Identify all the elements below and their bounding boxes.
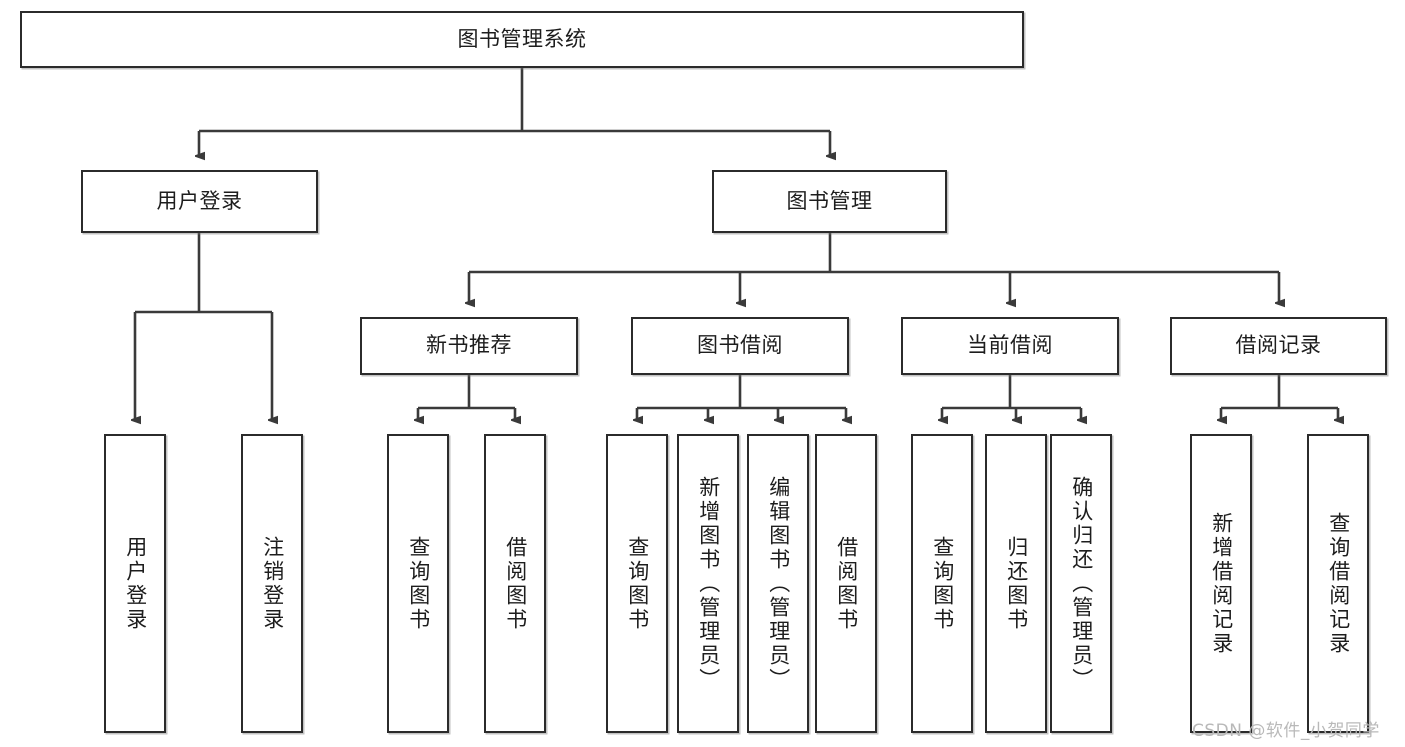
node-leaf-logout[interactable]: 注销登录 — [241, 434, 303, 733]
node-leaf-add-record[interactable]: 新增借阅记录 — [1190, 434, 1252, 733]
node-borrow-record-label: 借阅记录 — [1235, 333, 1322, 358]
node-leaf-edit-book[interactable]: 编辑图书（管理员） — [747, 434, 809, 733]
node-new-book-rec[interactable]: 新书推荐 — [360, 317, 578, 375]
node-borrow-record[interactable]: 借阅记录 — [1170, 317, 1387, 375]
node-leaf-query-record-label: 查询借阅记录 — [1326, 511, 1351, 656]
node-leaf-confirm-return[interactable]: 确认归还（管理员） — [1050, 434, 1112, 733]
node-leaf-query-book-1-label: 查询图书 — [406, 535, 431, 632]
node-leaf-query-book-3[interactable]: 查询图书 — [911, 434, 973, 733]
node-book-borrow-label: 图书借阅 — [697, 333, 783, 358]
node-leaf-confirm-return-label: 确认归还（管理员） — [1069, 475, 1094, 692]
node-leaf-borrow-book-2-label: 借阅图书 — [834, 535, 859, 632]
node-leaf-add-record-label: 新增借阅记录 — [1209, 511, 1234, 656]
node-leaf-query-book-1[interactable]: 查询图书 — [387, 434, 449, 733]
node-leaf-return-book-label: 归还图书 — [1004, 535, 1029, 632]
node-leaf-return-book[interactable]: 归还图书 — [985, 434, 1047, 733]
node-leaf-user-login-label: 用户登录 — [123, 535, 148, 632]
node-leaf-query-book-2-label: 查询图书 — [625, 535, 650, 632]
node-root-label: 图书管理系统 — [457, 26, 587, 51]
node-leaf-logout-label: 注销登录 — [260, 535, 285, 632]
node-leaf-borrow-book-1-label: 借阅图书 — [503, 535, 528, 632]
node-book-manage-label: 图书管理 — [786, 188, 873, 213]
node-leaf-borrow-book-1[interactable]: 借阅图书 — [484, 434, 546, 733]
node-leaf-borrow-book-2[interactable]: 借阅图书 — [815, 434, 877, 733]
node-leaf-query-book-3-label: 查询图书 — [930, 535, 955, 632]
node-book-manage[interactable]: 图书管理 — [712, 170, 947, 233]
node-leaf-query-book-2[interactable]: 查询图书 — [606, 434, 668, 733]
node-leaf-user-login[interactable]: 用户登录 — [104, 434, 166, 733]
node-book-borrow[interactable]: 图书借阅 — [631, 317, 849, 375]
node-user-login-label: 用户登录 — [156, 188, 243, 213]
node-leaf-add-book[interactable]: 新增图书（管理员） — [677, 434, 739, 733]
node-root[interactable]: 图书管理系统 — [20, 11, 1024, 68]
node-new-book-rec-label: 新书推荐 — [426, 333, 512, 358]
node-leaf-query-record[interactable]: 查询借阅记录 — [1307, 434, 1369, 733]
node-current-borrow[interactable]: 当前借阅 — [901, 317, 1119, 375]
node-user-login[interactable]: 用户登录 — [81, 170, 318, 233]
node-leaf-edit-book-label: 编辑图书（管理员） — [766, 475, 791, 692]
node-current-borrow-label: 当前借阅 — [967, 333, 1053, 358]
node-leaf-add-book-label: 新增图书（管理员） — [696, 475, 721, 692]
